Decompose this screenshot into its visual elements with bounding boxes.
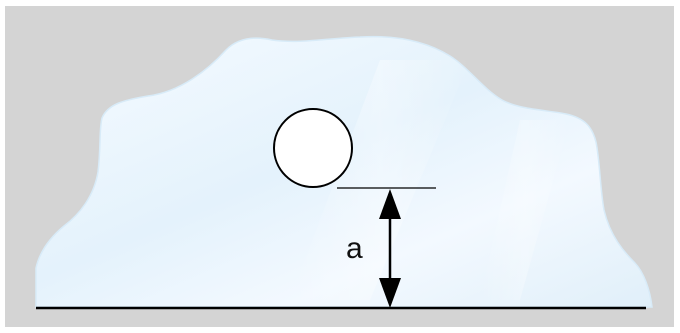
circle-shape bbox=[273, 108, 353, 188]
ice-sheen bbox=[290, 60, 470, 300]
dimension-label: a bbox=[346, 232, 363, 265]
ice-sheen-2 bbox=[480, 120, 570, 300]
dimension-arrowhead-bottom bbox=[379, 278, 401, 308]
dimension-arrowhead-top bbox=[379, 189, 401, 219]
